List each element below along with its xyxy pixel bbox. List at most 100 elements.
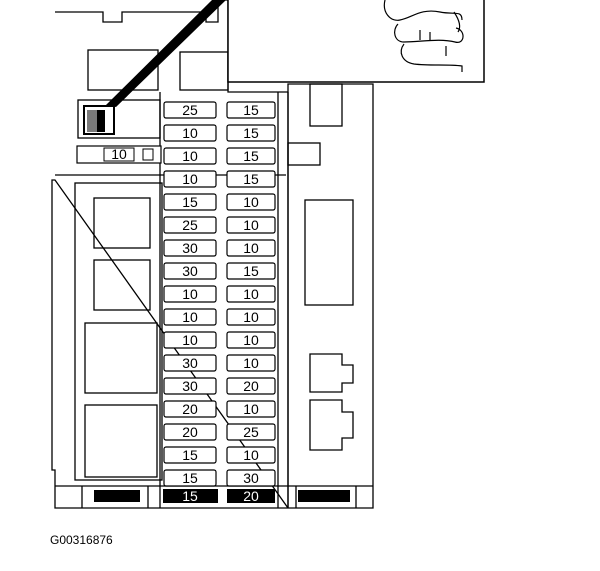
fuse-body (226, 400, 276, 418)
fuse-rating-label: 10 (243, 217, 259, 233)
fuse: 15 (226, 147, 276, 165)
fuse: 10 (163, 308, 217, 326)
fuse-rating-label: 10 (182, 125, 198, 141)
fuse: 20 (226, 377, 276, 395)
fuse: 15 (163, 469, 217, 487)
bottom-fuse-left-label: 15 (182, 488, 198, 504)
fuse: 10 (226, 308, 276, 326)
bottom-connectors: 15 20 (94, 488, 350, 504)
fuse: 25 (163, 216, 217, 234)
fuse: 15 (226, 124, 276, 142)
fuse-body (163, 377, 217, 395)
fuse: 25 (226, 423, 276, 441)
bottom-block-left (94, 490, 140, 502)
fuse-rating-label: 15 (182, 194, 198, 210)
fuse: 10 (163, 331, 217, 349)
callout-pointer (106, 0, 226, 107)
fuse-rating-label: 15 (243, 148, 259, 164)
fuse: 10 (163, 124, 217, 142)
side-fuse-label: 10 (111, 146, 127, 162)
fuse-box-housing (51, 0, 374, 509)
fuse-body (226, 124, 276, 142)
fuse-rating-label: 10 (243, 447, 259, 463)
right-fuse-column: 15 15 15 15 10 10 10 15 10 10 10 10 20 10 25 10 30 (226, 101, 276, 487)
fuse: 10 (163, 285, 217, 303)
fuse-body (226, 216, 276, 234)
fuse-body (226, 147, 276, 165)
fuse-rating-label: 30 (182, 378, 198, 394)
fuse-body (163, 285, 217, 303)
fuse: 25 (163, 101, 217, 119)
fuse: 15 (163, 446, 217, 464)
fuse-body (226, 262, 276, 280)
fuse-rating-label: 30 (182, 263, 198, 279)
fuse-body (226, 101, 276, 119)
fuse-rating-label: 10 (243, 286, 259, 302)
fuse-body (226, 377, 276, 395)
fuse-body (226, 239, 276, 257)
fuse-body (163, 101, 217, 119)
hand-illustration (383, 0, 464, 72)
fuse: 10 (163, 170, 217, 188)
fuse-body (226, 469, 276, 487)
fuse-body (163, 239, 217, 257)
fuse: 10 (226, 354, 276, 372)
fuse-body (163, 423, 217, 441)
bottom-fuse-left (163, 489, 218, 503)
fuse: 30 (163, 354, 217, 372)
fuse-body (163, 170, 217, 188)
fuse-rating-label: 30 (182, 355, 198, 371)
fuse: 30 (163, 239, 217, 257)
fuse: 15 (226, 170, 276, 188)
fuse-rating-label: 10 (243, 194, 259, 210)
fuse: 30 (226, 469, 276, 487)
fuse-rating-label: 30 (243, 470, 259, 486)
fuse: 10 (226, 193, 276, 211)
fuse: 10 (163, 147, 217, 165)
fuse-rating-label: 25 (182, 217, 198, 233)
fuse-rating-label: 20 (182, 401, 198, 417)
bottom-block-right (298, 490, 350, 502)
fuse: 20 (163, 423, 217, 441)
fuse-rating-label: 10 (182, 148, 198, 164)
fuse: 10 (226, 446, 276, 464)
fuse-body (163, 446, 217, 464)
figure-caption: G00316876 (50, 533, 113, 547)
fuse-body (163, 262, 217, 280)
fuse-rating-label: 15 (243, 171, 259, 187)
fuse-rating-label: 15 (243, 102, 259, 118)
fuse-rating-label: 15 (182, 447, 198, 463)
fuse: 15 (163, 193, 217, 211)
fuse: 30 (163, 377, 217, 395)
fuse-body (163, 308, 217, 326)
fuse-rating-label: 10 (182, 286, 198, 302)
fuse-rating-label: 30 (182, 240, 198, 256)
fuse-rating-label: 10 (182, 171, 198, 187)
callout-box (227, 0, 485, 83)
fuse-rating-label: 10 (243, 401, 259, 417)
fuse-body (226, 354, 276, 372)
fuse: 15 (226, 101, 276, 119)
fuse: 10 (226, 216, 276, 234)
fuse: 20 (163, 400, 217, 418)
fuse-body (163, 354, 217, 372)
left-fuse-column: 25 10 10 10 15 25 30 30 10 10 10 30 30 20 20 15 15 (163, 101, 217, 487)
fuse-body (163, 331, 217, 349)
fuse-body (226, 193, 276, 211)
fuse-rating-label: 25 (243, 424, 259, 440)
fuse-rating-label: 15 (243, 263, 259, 279)
bottom-fuse-right-label: 20 (243, 488, 259, 504)
fuse-body (226, 285, 276, 303)
fuse: 15 (226, 262, 276, 280)
fuse-body (163, 124, 217, 142)
fuse: 10 (226, 239, 276, 257)
fuse-body (163, 216, 217, 234)
fuse-body (226, 170, 276, 188)
fuse: 10 (226, 331, 276, 349)
fuse-rating-label: 15 (243, 125, 259, 141)
fuse-body (163, 193, 217, 211)
fuse-rating-label: 20 (182, 424, 198, 440)
fuse: 30 (163, 262, 217, 280)
fuse: 10 (226, 285, 276, 303)
